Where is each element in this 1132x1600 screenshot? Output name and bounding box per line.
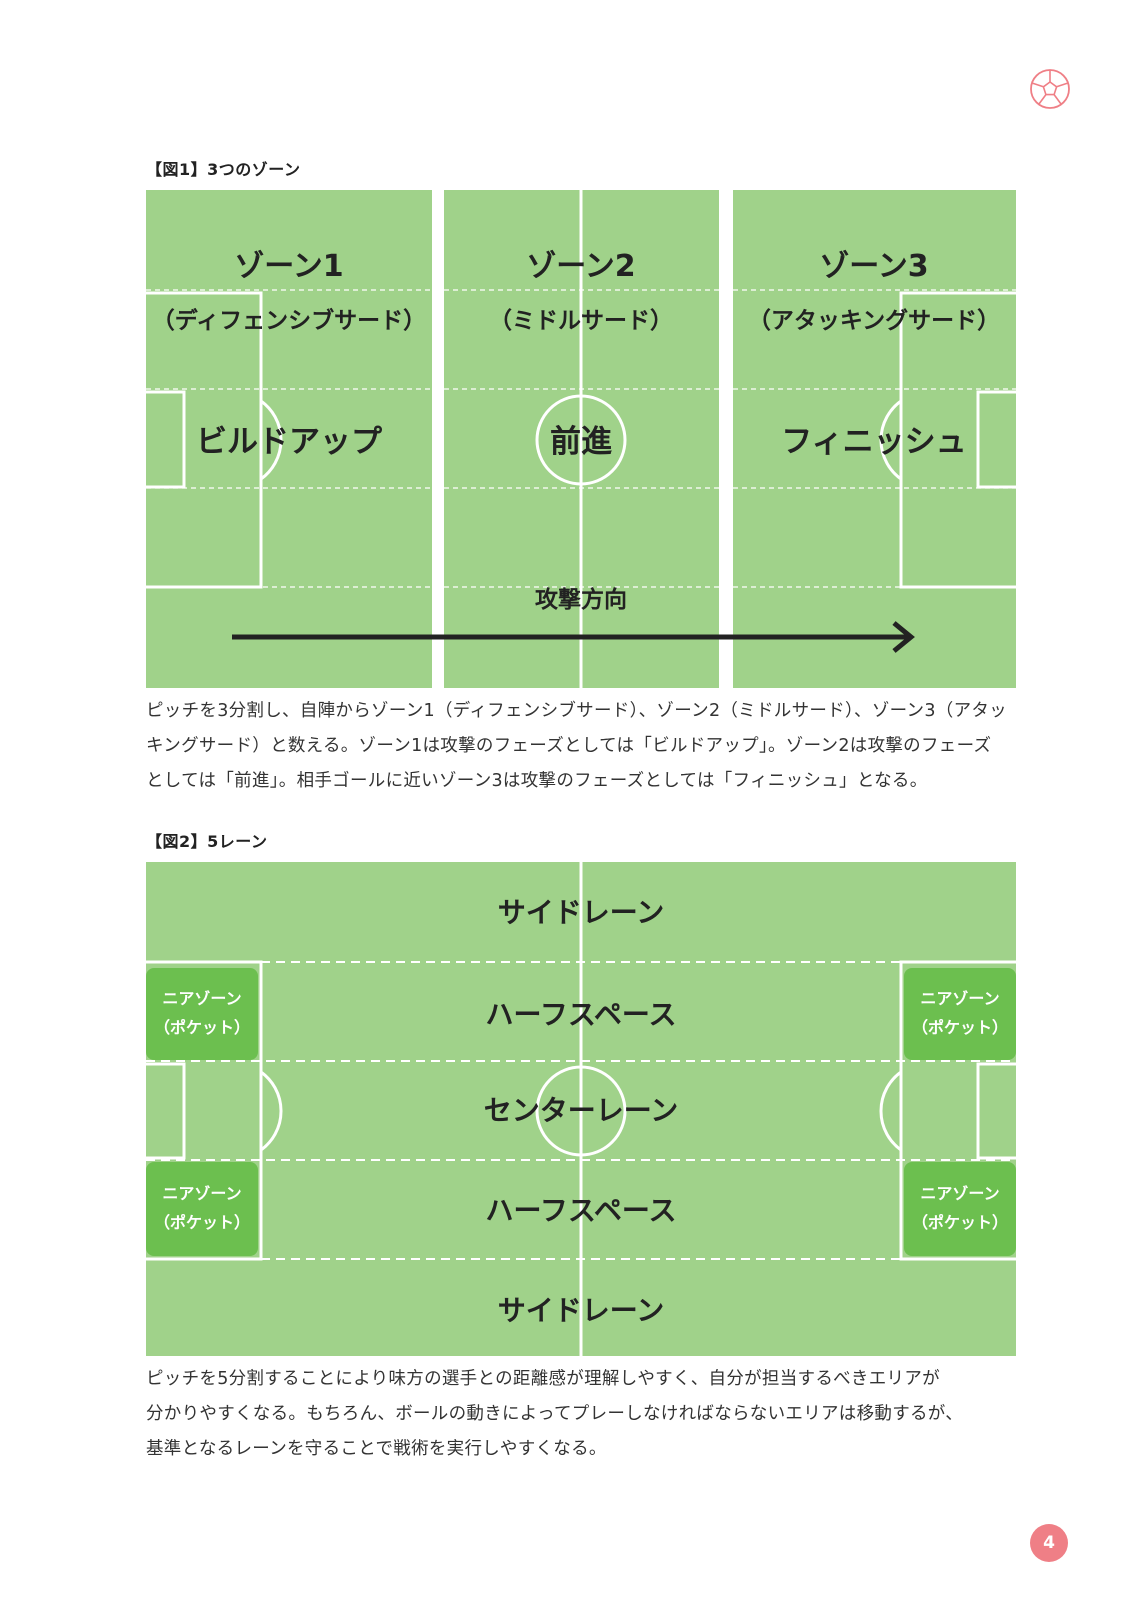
zone3-subtitle: （アタッキングサード） — [748, 307, 1000, 334]
pocket-bottom-left — [146, 1162, 258, 1256]
pockets — [146, 968, 1016, 1256]
center-circle — [535, 1065, 627, 1157]
lane-label-side-bottom: サイドレーン — [498, 1294, 665, 1327]
zone1-phase: ビルドアップ — [196, 424, 383, 460]
pocket-top-left — [146, 968, 258, 1060]
zone2-subtitle: （ミドルサード） — [489, 307, 673, 334]
right-penalty-area — [899, 960, 1016, 1261]
zone1-name: ゾーン1 — [234, 249, 343, 284]
zone3-phase: フィニッシュ — [781, 424, 966, 460]
figure2-description-line: 基準となるレーンを守ることで戦術を実行しやすくなる。 — [146, 1439, 607, 1459]
lane-label-side-top: サイドレーン — [498, 896, 665, 929]
zone1-subtitle: （ディフェンシブサード） — [152, 307, 426, 334]
center-circle — [535, 394, 627, 486]
pocket-label-line2: （ポケット） — [154, 1213, 250, 1232]
figure1-zones-diagram: ゾーン1 ゾーン2 ゾーン3 （ディフェンシブサード） （ミドルサード） （アタ… — [146, 190, 1016, 688]
right-penalty-area — [899, 291, 1016, 589]
attack-direction-label: 攻撃方向 — [535, 586, 627, 613]
right-penalty-arc — [879, 1070, 902, 1152]
figure2-description-line: 分かりやすくなる。もちろん、ボールの動きによってプレーしなければならないエリアは… — [146, 1404, 964, 1424]
pocket-label-line1: ニアゾーン — [920, 1184, 999, 1203]
left-penalty-arc — [260, 399, 283, 481]
zone2-name: ゾーン2 — [526, 249, 635, 284]
lane-label-halfspace-bottom: ハーフスペース — [486, 1194, 677, 1227]
pocket-label-line1: ニアゾーン — [162, 1184, 241, 1203]
left-goal-area — [146, 390, 186, 489]
attack-direction-arrow — [232, 621, 915, 653]
zone3-name: ゾーン3 — [819, 249, 928, 284]
figure1-description-line: ピッチを3分割し、自陣からゾーン1（ディフェンシブサード）、ゾーン2（ミドルサー… — [146, 701, 1007, 721]
figure2-description-line: ピッチを5分割することにより味方の選手との距離感が理解しやすく、自分が担当するべ… — [146, 1369, 940, 1389]
figure1-caption: 【図1】3つのゾーン — [146, 160, 301, 179]
pitch-lines — [146, 862, 1016, 1356]
pocket-bottom-right — [904, 1162, 1016, 1256]
zone1-field — [146, 190, 432, 688]
lane-label-halfspace-top: ハーフスペース — [486, 998, 677, 1031]
left-penalty-area — [146, 960, 263, 1261]
page-number: 4 — [1030, 1524, 1068, 1562]
soccer-ball-icon — [1030, 69, 1070, 109]
right-goal-area — [976, 1062, 1016, 1160]
figure1-description-line: としては「前進」。相手ゴールに近いゾーン3は攻撃のフェーズとしては「フィニッシュ… — [146, 771, 928, 791]
zone3-field — [733, 190, 1016, 688]
pocket-label-line1: ニアゾーン — [920, 989, 999, 1008]
pitch-lines — [146, 190, 1016, 688]
pocket-top-right — [904, 968, 1016, 1060]
left-penalty-area — [146, 291, 263, 589]
right-goal-area — [976, 390, 1016, 489]
pocket-label-line2: （ポケット） — [912, 1213, 1008, 1232]
left-penalty-arc — [260, 1070, 283, 1152]
figure1-description: ピッチを3分割し、自陣からゾーン1（ディフェンシブサード）、ゾーン2（ミドルサー… — [146, 694, 1016, 799]
figure2-lanes-diagram: サイドレーン ハーフスペース センターレーン ハーフスペース サイドレーン ニア… — [146, 862, 1016, 1356]
figure2-description: ピッチを5分割することにより味方の選手との距離感が理解しやすく、自分が担当するべ… — [146, 1362, 1016, 1467]
pocket-label-line2: （ポケット） — [912, 1018, 1008, 1037]
lane-label-center: センターレーン — [484, 1094, 679, 1127]
zone2-phase: 前進 — [550, 424, 612, 460]
right-penalty-arc — [879, 399, 902, 481]
pocket-label-line2: （ポケット） — [154, 1018, 250, 1037]
pitch-fields — [146, 190, 1016, 688]
figure2-caption: 【図2】5レーン — [146, 832, 268, 851]
figure1-description-line: キングサード）と数える。ゾーン1は攻撃のフェーズとしては「ビルドアップ」。ゾーン… — [146, 736, 992, 756]
pocket-label-line1: ニアゾーン — [162, 989, 241, 1008]
left-goal-area — [146, 1062, 186, 1160]
